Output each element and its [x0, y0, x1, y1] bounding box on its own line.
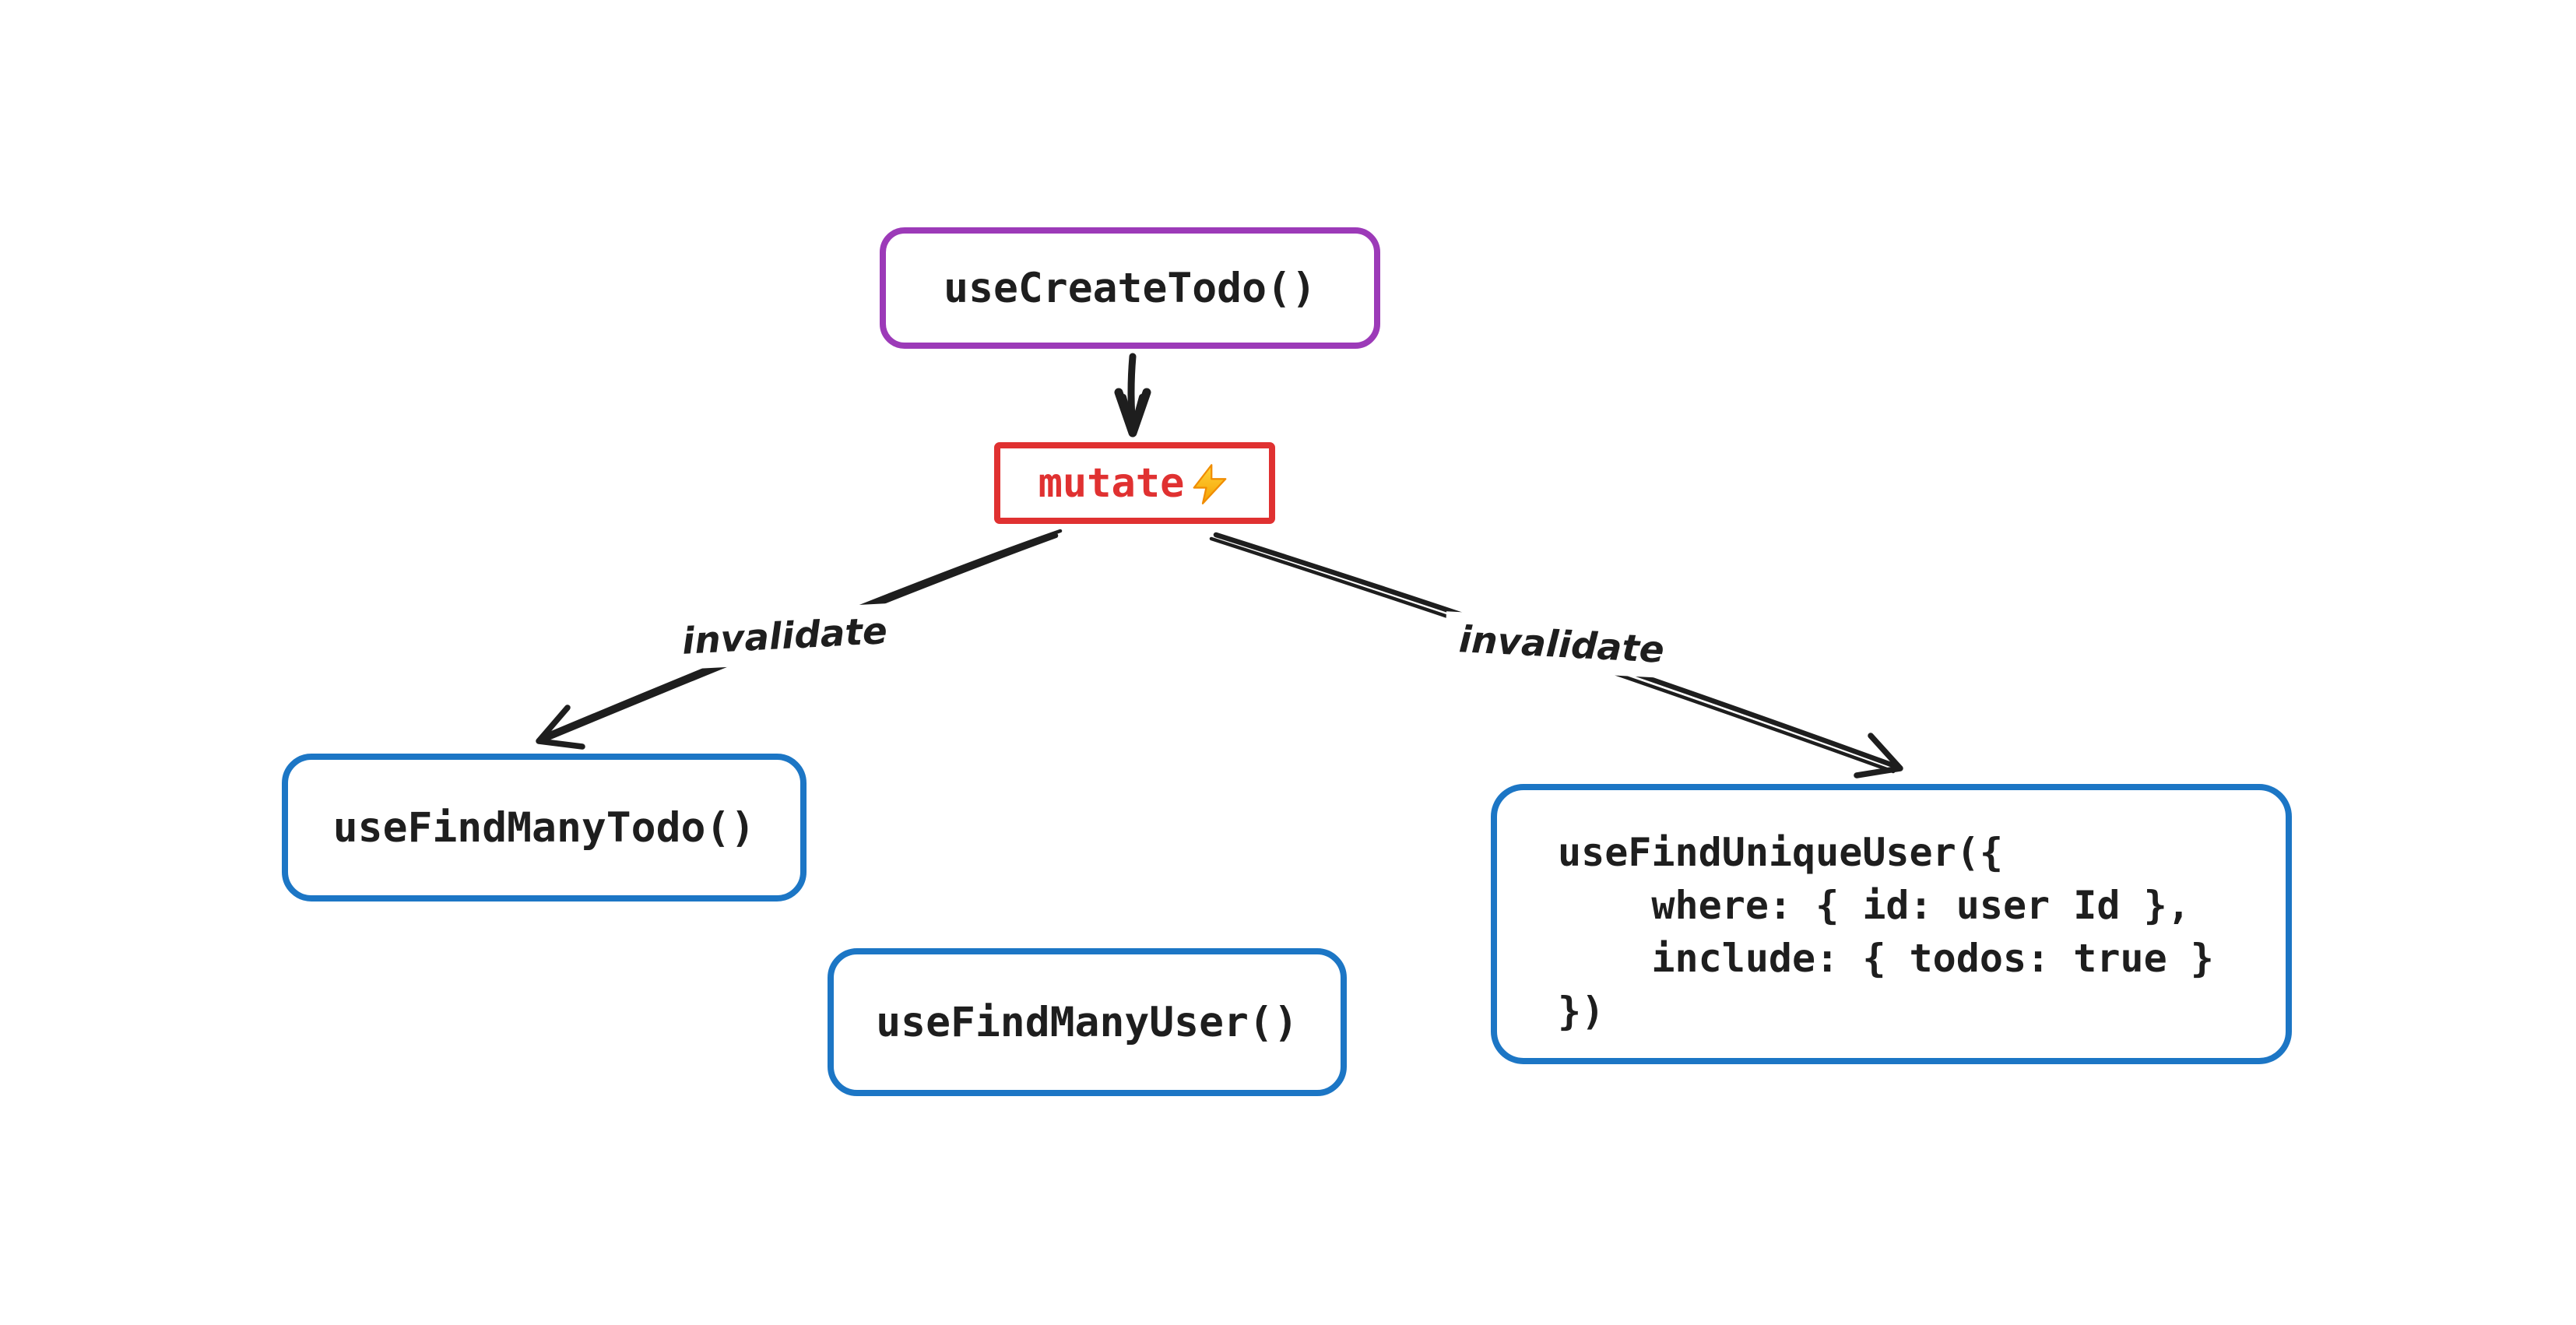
- code-line-2: where: { id: user Id },: [1558, 883, 2191, 928]
- node-use-find-many-user: useFindManyUser(): [828, 948, 1347, 1096]
- node-mutate-label: mutate: [1038, 459, 1185, 507]
- node-use-find-many-todo: useFindManyTodo(): [282, 754, 807, 901]
- code-line-1: useFindUniqueUser({: [1558, 830, 2003, 875]
- node-use-create-todo-label: useCreateTodo(): [944, 264, 1316, 312]
- node-use-find-many-user-label: useFindManyUser(): [876, 998, 1299, 1046]
- code-line-4: }): [1558, 989, 1605, 1034]
- node-use-find-unique-user: useFindUniqueUser({ where: { id: user Id…: [1491, 784, 2292, 1064]
- node-use-find-many-todo-label: useFindManyTodo(): [332, 803, 756, 852]
- code-line-3: include: { todos: true }: [1558, 936, 2214, 981]
- lightning-bolt-icon: [1193, 463, 1227, 504]
- node-mutate: mutate: [994, 442, 1275, 524]
- arrow-create-to-mutate: [1114, 353, 1151, 438]
- node-use-create-todo: useCreateTodo(): [880, 227, 1380, 349]
